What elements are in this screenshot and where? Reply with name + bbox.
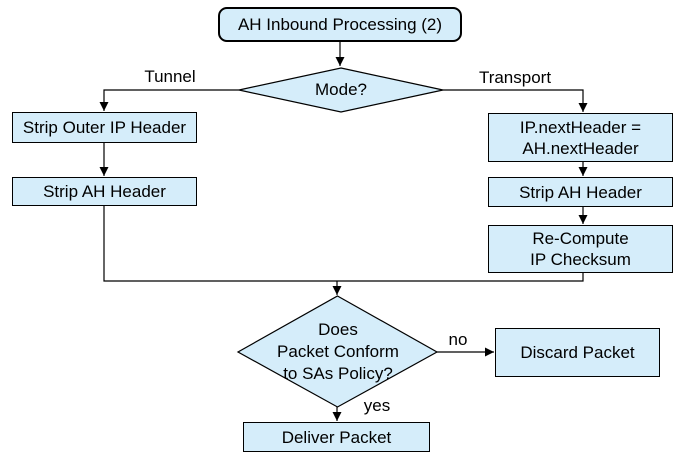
edge-tunnel-merge: [103, 206, 337, 282]
edge-mode-tunnel-branch: [99, 89, 239, 111]
transport-branch-label: Transport: [478, 68, 552, 87]
deliver-packet-node: Deliver Packet: [243, 422, 430, 452]
set-next-header-node: IP.nextHeader = AH.nextHeader: [488, 113, 673, 162]
yes-branch-label: yes: [363, 396, 391, 415]
discard-packet-node: Discard Packet: [495, 328, 660, 377]
tunnel-branch-label: Tunnel: [144, 67, 196, 86]
edge-transport-merge: [337, 273, 584, 282]
recompute-checksum-node: Re-Compute IP Checksum: [488, 225, 673, 273]
strip-ah-header-transport-node: Strip AH Header: [488, 177, 673, 207]
strip-ah-header-tunnel-node: Strip AH Header: [12, 177, 197, 206]
no-branch-label: no: [448, 330, 468, 349]
start-node: AH Inbound Processing (2): [218, 7, 462, 42]
edge-mode-transport-branch: [443, 89, 588, 112]
policy-decision-label: Does Packet Conform to SAs Policy?: [277, 319, 399, 383]
mode-decision-label: Mode?: [315, 80, 367, 99]
mode-decision-diamond: [238, 67, 444, 113]
strip-outer-ip-header-node: Strip Outer IP Header: [12, 112, 197, 143]
